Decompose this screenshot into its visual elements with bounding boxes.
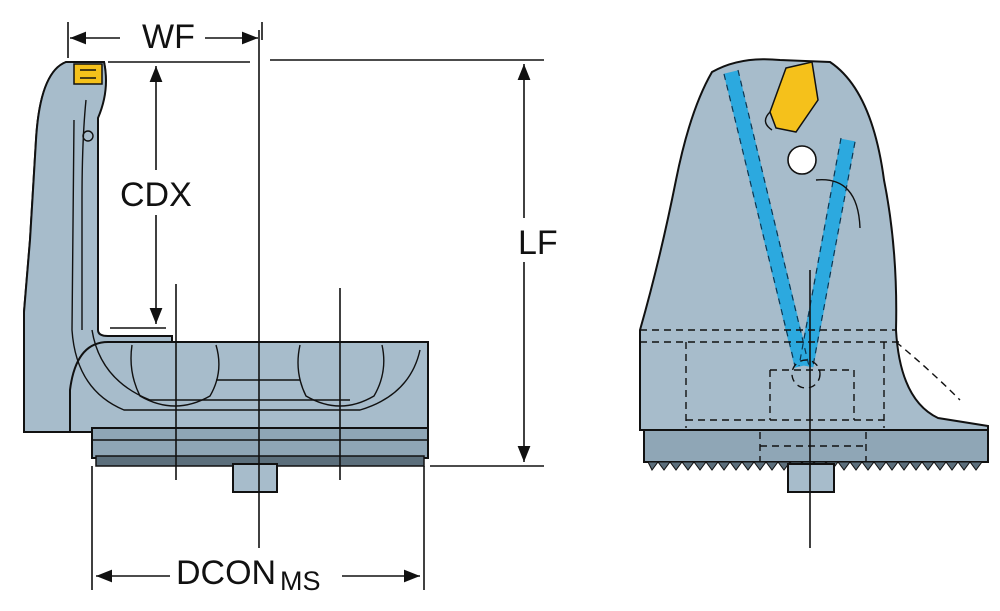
dcon-label: DCON [176,554,276,592]
lf-dimension [270,59,544,467]
dcon-dimension [91,466,425,590]
front-view [639,58,989,493]
insert-tip [73,63,103,85]
front-coupling-plate [643,427,989,463]
coolant-channel-right [798,138,856,368]
coupling-plate [91,427,429,459]
clamp-hole [787,145,817,175]
wf-label: WF [142,18,195,56]
blade-arm [23,61,173,433]
pilot-spigot [232,463,278,493]
wf-dimension [67,22,263,58]
front-spigot [787,463,835,493]
coolant-channel-left [723,70,810,368]
side-view [23,61,429,493]
lf-label: LF [518,224,558,262]
cdx-label: CDX [120,176,192,214]
cdx-dimension [108,61,250,329]
dcon-subscript: MS [280,566,321,596]
front-body [639,58,989,431]
